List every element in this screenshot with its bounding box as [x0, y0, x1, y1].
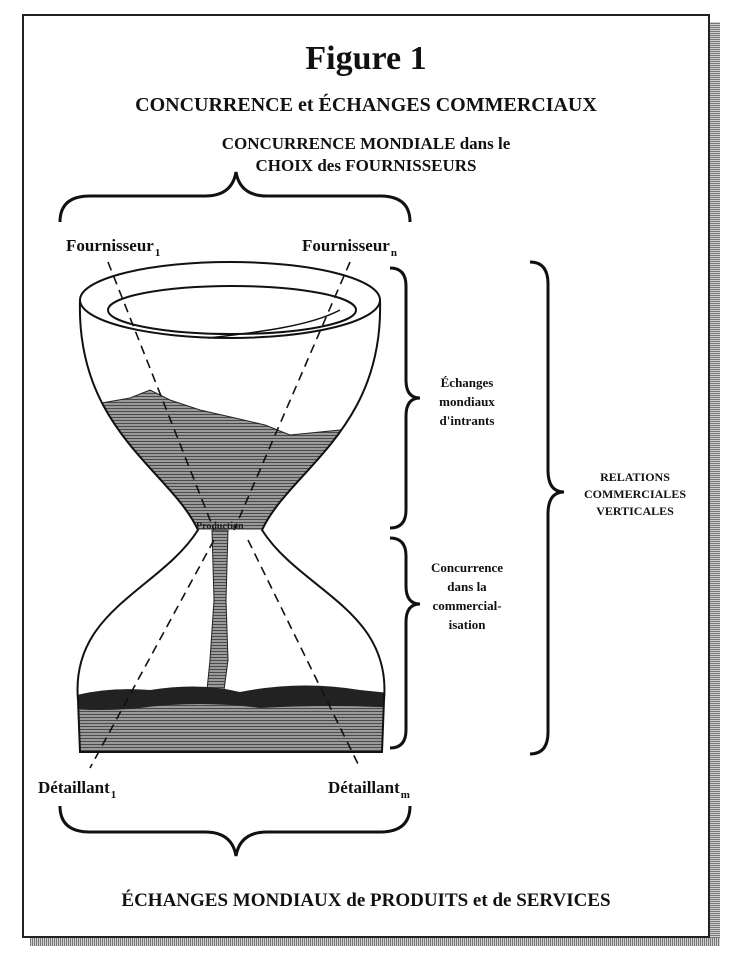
- bottom-brace: [60, 806, 410, 856]
- upper-label-line1: Échanges: [412, 375, 522, 391]
- top-label-line1: CONCURRENCE MONDIALE dans le: [0, 134, 732, 154]
- retailer-first-label: Détaillant1: [38, 778, 116, 798]
- supplier-last-label: Fournisseurn: [302, 236, 397, 256]
- lower-label-line2: dans la: [412, 579, 522, 595]
- upper-label-line2: mondiaux: [412, 394, 522, 410]
- figure-subtitle: CONCURRENCE et ÉCHANGES COMMERCIAUX: [0, 94, 732, 117]
- outer-label-line2: COMMERCIALES: [560, 487, 710, 502]
- lower-label-line1: Concurrence: [412, 560, 522, 576]
- figure-title: Figure 1: [0, 40, 732, 78]
- lower-label-line3: commercial-: [412, 598, 522, 614]
- outer-right-brace: [530, 262, 564, 754]
- lower-label-line4: isation: [412, 617, 522, 633]
- top-label-line2: CHOIX des FOURNISSEURS: [0, 156, 732, 176]
- production-label: Production: [196, 521, 244, 532]
- top-brace: [60, 172, 410, 222]
- retailer-last-label: Détaillantm: [328, 778, 410, 798]
- bottom-label: ÉCHANGES MONDIAUX de PRODUITS et de SERV…: [0, 890, 732, 912]
- sand-stream: [206, 530, 228, 700]
- upper-label-line3: d'intrants: [412, 413, 522, 429]
- upper-sand: [60, 390, 400, 560]
- outer-label-line3: VERTICALES: [560, 504, 710, 519]
- outer-label-line1: RELATIONS: [560, 470, 710, 485]
- supplier-first-label: Fournisseur1: [66, 236, 160, 256]
- hourglass-rim-inner: [108, 286, 356, 334]
